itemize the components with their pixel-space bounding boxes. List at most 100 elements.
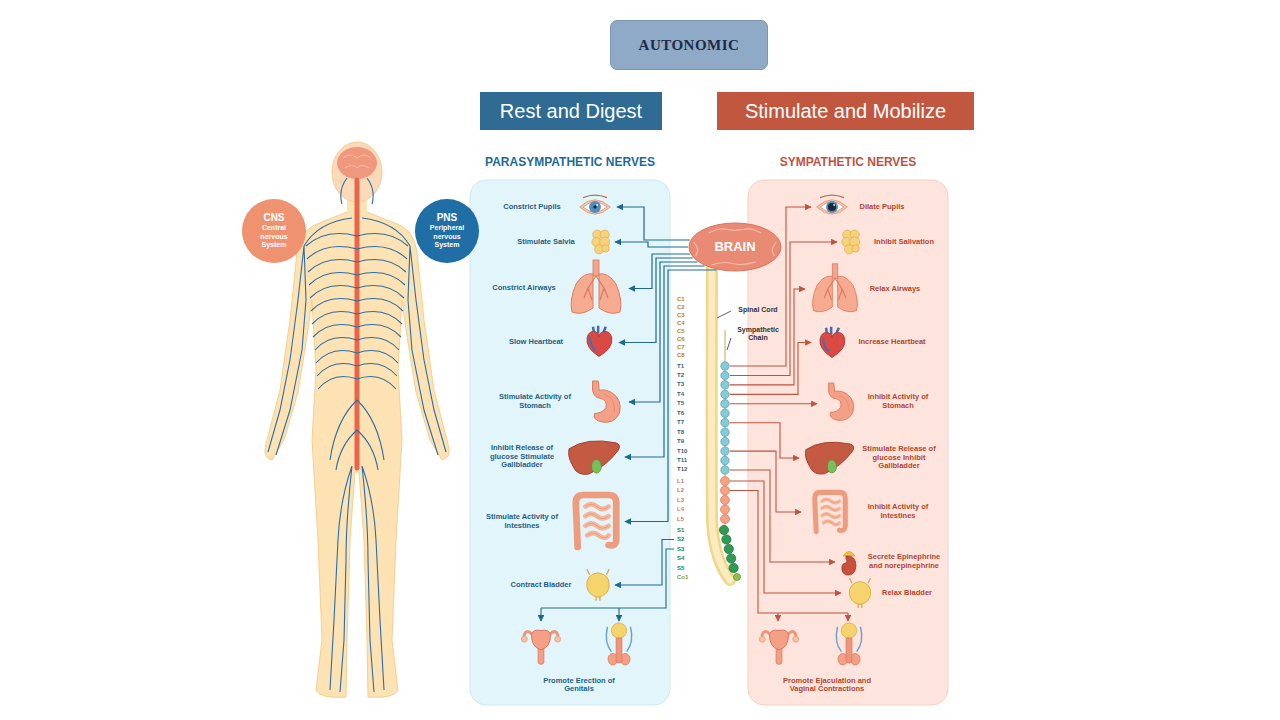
salivary-icon bbox=[842, 230, 860, 254]
organ-effect: Stimulate Activity of Stomach bbox=[490, 376, 628, 428]
leader-line bbox=[717, 311, 731, 318]
organ-effect: Stimulate Activity of Intestines bbox=[478, 487, 624, 556]
nerve-line bbox=[777, 613, 778, 621]
node-text: CNS bbox=[263, 212, 284, 224]
stomach-icon bbox=[593, 381, 621, 422]
ganglion bbox=[721, 505, 730, 514]
node-text: Rest and Digest bbox=[500, 99, 642, 123]
node-text: Stimulate Activity of Stomach bbox=[490, 393, 580, 410]
node-text: Stimulate Activity of Intestines bbox=[478, 513, 566, 530]
lumbar-ganglia bbox=[721, 477, 730, 524]
segment-label: C5 bbox=[676, 328, 686, 335]
segment-label: L4 bbox=[676, 506, 685, 513]
node-text: Relax Airways bbox=[864, 285, 926, 294]
segment-label: S1 bbox=[676, 527, 685, 534]
ganglion bbox=[721, 371, 729, 379]
brain-fold bbox=[709, 229, 762, 233]
nerve-connector bbox=[625, 266, 704, 457]
brain-fold bbox=[712, 262, 756, 265]
ganglion bbox=[727, 554, 736, 563]
organ-effect: Relax Airways bbox=[806, 258, 928, 320]
female-organ-icon bbox=[521, 630, 561, 664]
ganglion bbox=[721, 428, 729, 436]
segment-label: L2 bbox=[676, 487, 685, 494]
organ-effect: Inhibit Salivation bbox=[838, 227, 944, 257]
segment-label: S3 bbox=[676, 546, 685, 553]
organ-icons bbox=[521, 195, 870, 665]
node-text: Inhibit Activity of Stomach bbox=[860, 393, 936, 410]
panel-heading: PARASYMPATHETIC NERVES bbox=[470, 155, 670, 169]
brain-fold bbox=[772, 242, 776, 256]
node-text: Promote Ejaculation and Vaginal Contract… bbox=[775, 677, 879, 694]
segment-label: S5 bbox=[676, 565, 685, 572]
intestines-icon bbox=[576, 495, 616, 547]
segment-label: L3 bbox=[676, 497, 685, 504]
node-text: BRAIN bbox=[714, 239, 755, 255]
male-organ-icon bbox=[836, 623, 861, 665]
bladder-icon bbox=[849, 578, 870, 608]
nerve-connector bbox=[615, 242, 688, 247]
salivary-icon bbox=[592, 230, 610, 254]
spine-label: Sympathetic Chain bbox=[734, 326, 782, 343]
ganglion bbox=[729, 563, 738, 572]
segment-label: T1 bbox=[676, 363, 685, 370]
panel-heading: SYMPATHETIC NERVES bbox=[748, 155, 948, 169]
spine-label: Spinal Cord bbox=[734, 306, 782, 313]
brain-fold bbox=[694, 242, 698, 256]
segment-label: L1 bbox=[676, 478, 685, 485]
lungs-icon bbox=[813, 264, 858, 312]
spinal-cord-band bbox=[712, 262, 730, 580]
node-text: Stimulate and Mobilize bbox=[745, 99, 946, 123]
organ-effect: Stimulate Salvia bbox=[506, 227, 614, 257]
node-text: Inhibit Release of glucose Stimulate Gal… bbox=[480, 444, 564, 470]
adrenal-icon bbox=[842, 552, 856, 576]
leader-line bbox=[727, 338, 731, 350]
organ-effect: Inhibit Release of glucose Stimulate Gal… bbox=[480, 434, 624, 480]
mode-banner: Stimulate and Mobilize bbox=[717, 92, 974, 130]
liver-icon bbox=[569, 441, 620, 475]
heart-icon bbox=[587, 326, 612, 357]
node-text: Secrete Epinephrine and norepinephrine bbox=[864, 553, 944, 570]
organ-effect: Increase Heartbeat bbox=[812, 321, 934, 364]
ganglion bbox=[721, 515, 730, 524]
node-text: Inhibit Salivation bbox=[864, 238, 944, 247]
bladder-icon bbox=[587, 569, 610, 601]
ganglion bbox=[721, 409, 729, 417]
spinal-cord-core bbox=[712, 262, 730, 580]
ganglion bbox=[721, 486, 730, 495]
segment-label: T5 bbox=[676, 400, 685, 407]
nerve-connector bbox=[619, 258, 693, 343]
node-text: Stimulate Salvia bbox=[506, 238, 586, 247]
ganglion bbox=[721, 390, 729, 398]
segment-label: L5 bbox=[676, 516, 685, 523]
ganglion bbox=[721, 466, 729, 474]
segment-label: T4 bbox=[676, 391, 685, 398]
ganglion bbox=[724, 544, 733, 553]
brain-body bbox=[689, 223, 781, 271]
node-text: Constrict Airways bbox=[484, 284, 564, 293]
eye-icon bbox=[580, 195, 611, 214]
organ-effect: Slow Heartbeat bbox=[494, 321, 618, 364]
segment-label: C8 bbox=[676, 352, 686, 359]
autonomic-box: AUTONOMIC bbox=[610, 20, 768, 70]
nerve-line bbox=[730, 343, 811, 395]
ganglion bbox=[721, 447, 729, 455]
node-text: Dilate Pupils bbox=[850, 203, 914, 212]
lungs-icon bbox=[571, 260, 621, 313]
eye-icon bbox=[817, 195, 848, 214]
segment-label: T3 bbox=[676, 381, 685, 388]
nerve-panel: PARASYMPATHETIC NERVESConstrict PupilsSt… bbox=[470, 180, 670, 705]
organ-effect: Inhibit Activity of Intestines bbox=[802, 486, 938, 538]
ganglion bbox=[721, 456, 729, 464]
node-text: Contract Bladder bbox=[500, 581, 582, 590]
segment-label: S2 bbox=[676, 536, 685, 543]
node-text: Relax Bladder bbox=[878, 589, 936, 598]
ganglion bbox=[719, 525, 728, 534]
nerve-connector bbox=[625, 270, 717, 522]
nerve-line bbox=[730, 289, 805, 385]
segment-label: S4 bbox=[676, 555, 685, 562]
node-text: Increase Heartbeat bbox=[852, 338, 932, 347]
nerve-connector bbox=[629, 262, 697, 402]
segment-label: T7 bbox=[676, 419, 685, 426]
